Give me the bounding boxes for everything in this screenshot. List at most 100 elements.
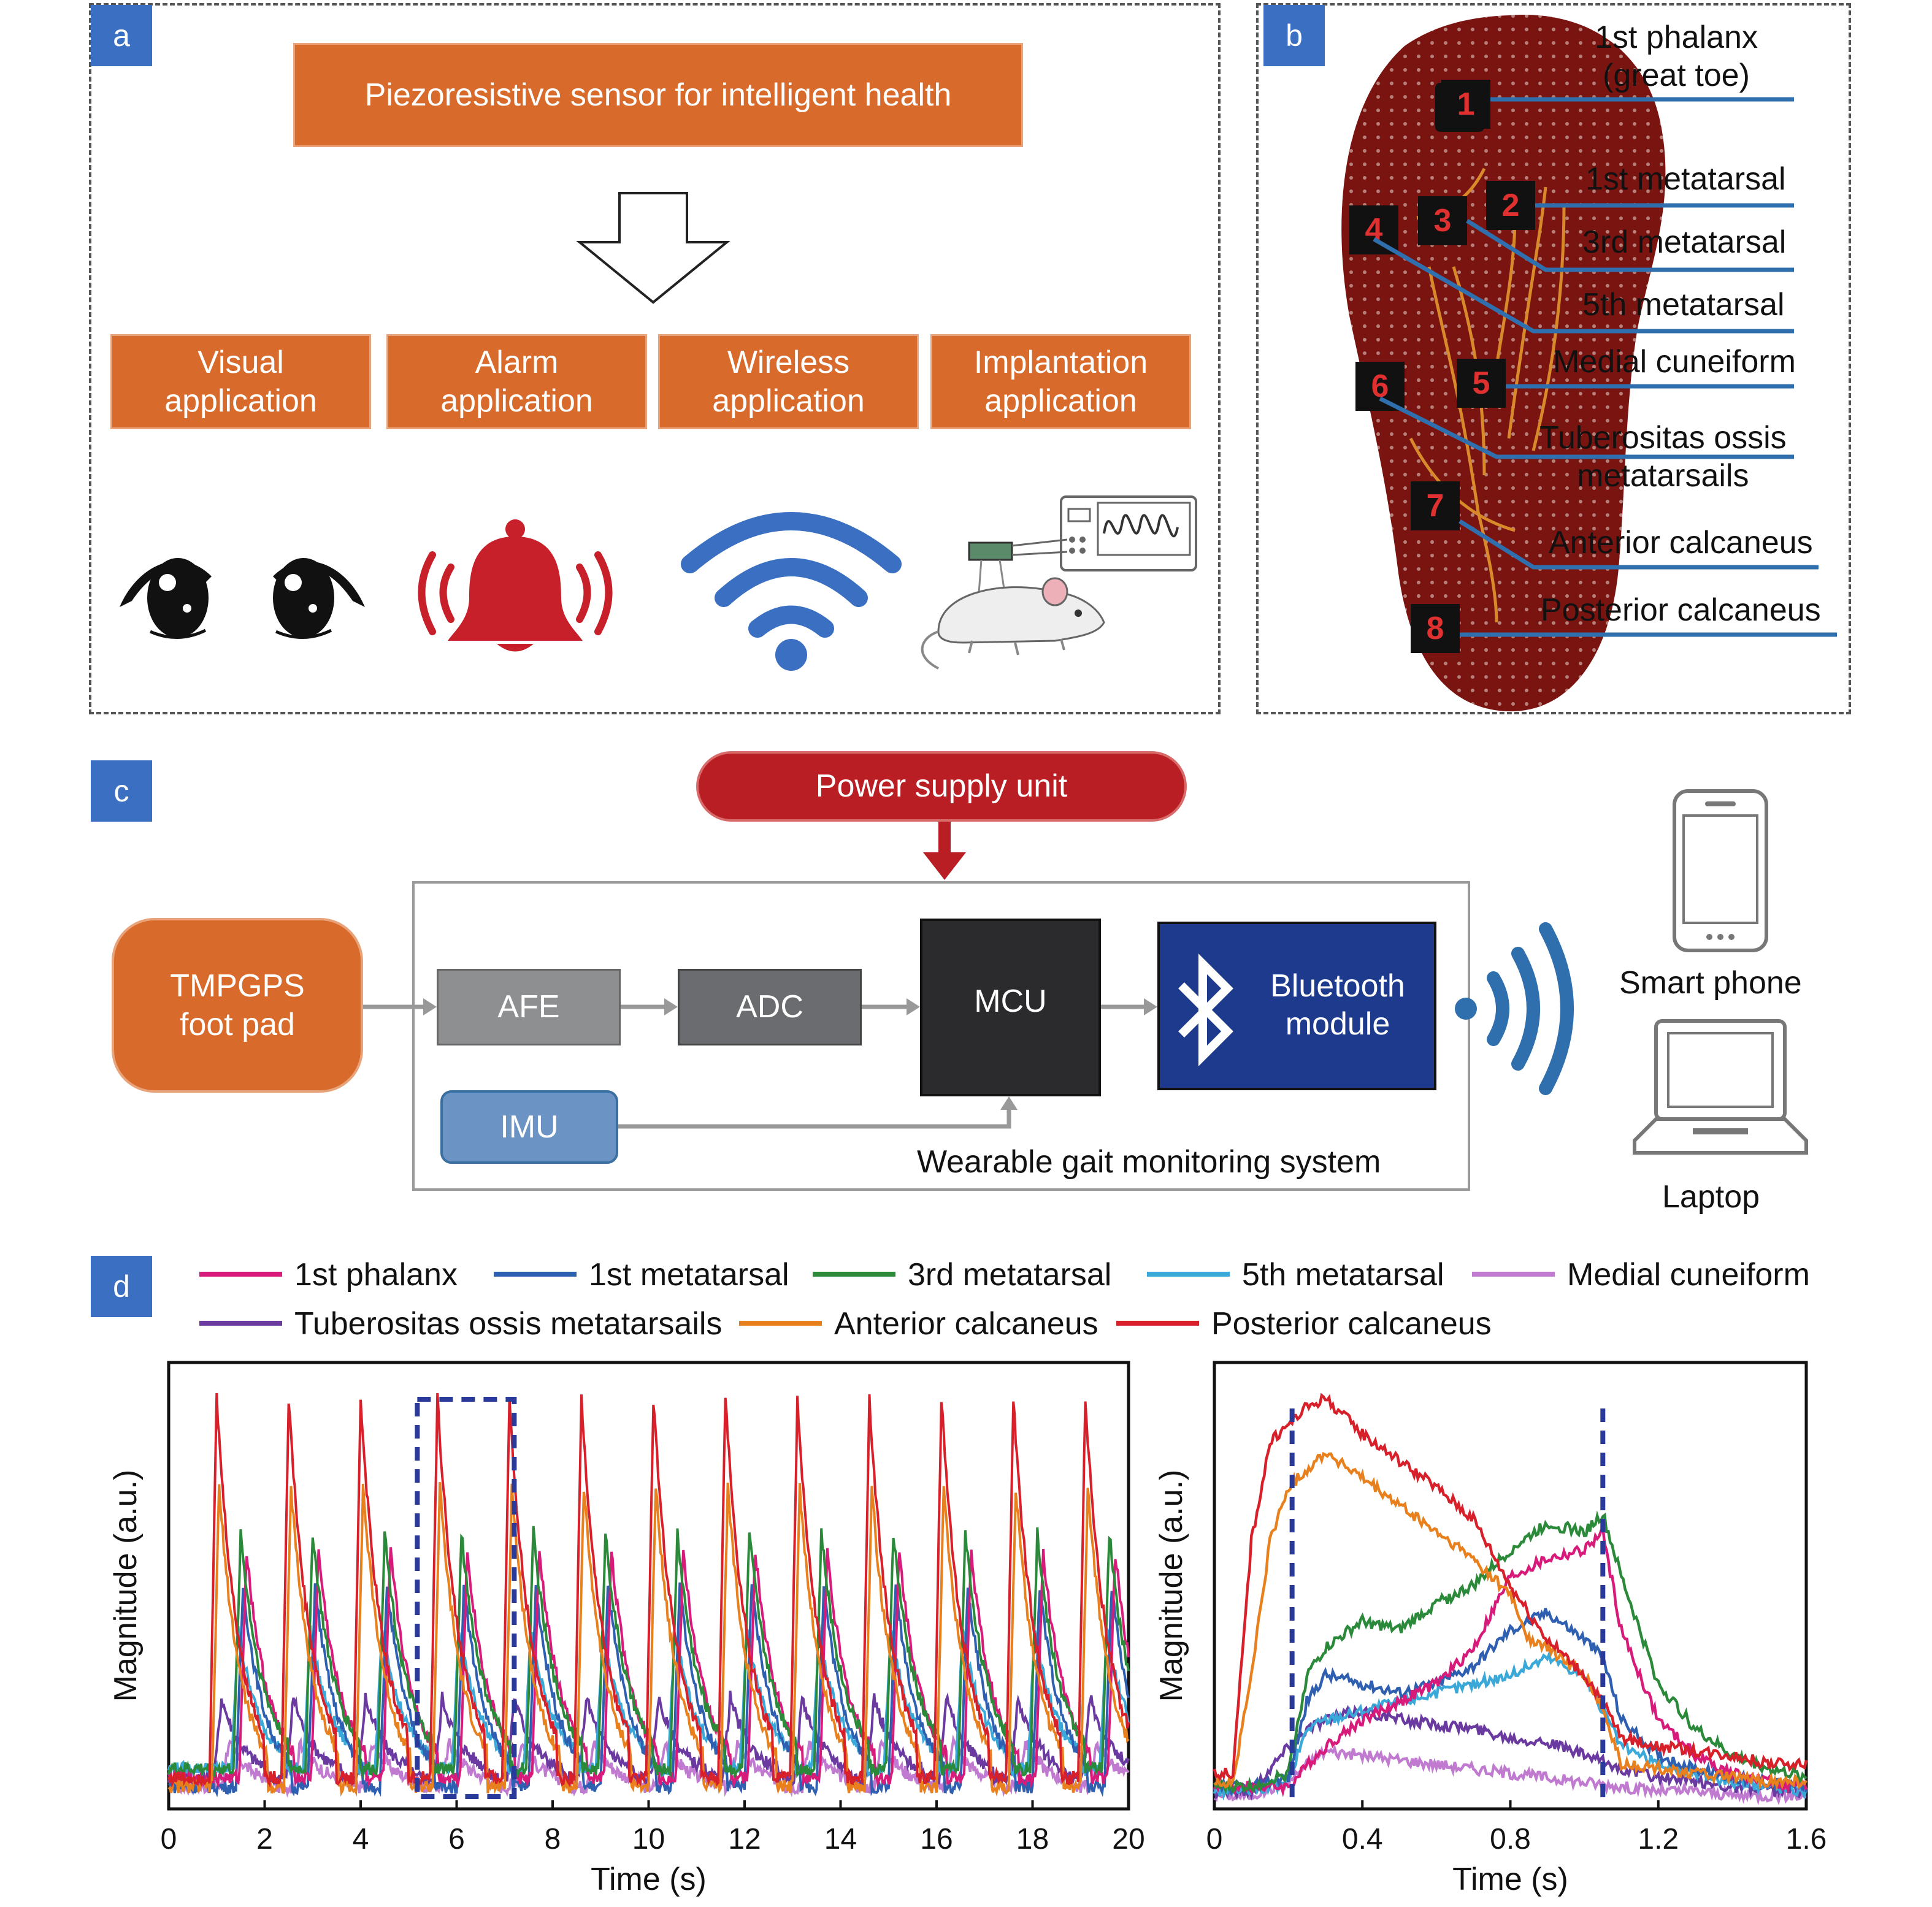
bluetooth-label-line1: Bluetooth (1270, 968, 1405, 1004)
series-group (1213, 1393, 1808, 1806)
label-tuberositas: Tuberositas ossis metatarsails (1539, 419, 1787, 495)
mouse-oscilloscope-icon (921, 495, 1197, 670)
eyes-icon (120, 558, 365, 639)
x-tick-label: 6 (448, 1823, 465, 1855)
sensor-5: 5 (1457, 359, 1506, 408)
bluetooth-module: Bluetooth module (1157, 922, 1436, 1090)
series-line (167, 1526, 1130, 1779)
series-line (1213, 1521, 1808, 1798)
x-tick-label: 4 (353, 1823, 369, 1855)
label-tuberositas-line1: Tuberositas ossis (1539, 420, 1787, 456)
x-tick-label: 1.2 (1638, 1823, 1679, 1855)
system-box (412, 881, 1470, 1191)
app-alarm-line1: Alarm (475, 345, 559, 381)
label-tuberositas-line2: metatarsails (1577, 458, 1749, 494)
mcu-block: MCU (920, 919, 1101, 1096)
label-medial-cuneiform: Medial cuneiform (1553, 344, 1796, 380)
legend-label: 1st metatarsal (589, 1257, 789, 1293)
series-line (1213, 1393, 1808, 1782)
panel-a-tag: a (91, 5, 152, 66)
x-tick-label: 1.6 (1786, 1823, 1827, 1855)
legend-label: Posterior calcaneus (1211, 1306, 1492, 1342)
imu-block: IMU (440, 1090, 618, 1164)
series-line (167, 1482, 1130, 1797)
app-box-implantation: Implantation application (930, 334, 1191, 429)
panel-c-tag: c (91, 760, 152, 822)
x-tick-label: 12 (728, 1823, 761, 1855)
label-1st-phalanx: 1st phalanx (great toe) (1595, 18, 1758, 94)
x-tick-label: 0 (161, 1823, 177, 1855)
legend-label: 5th metatarsal (1242, 1257, 1444, 1293)
bluetooth-label: Bluetooth module (1240, 967, 1436, 1043)
afe-block: AFE (437, 969, 621, 1045)
label-1st-phalanx-line2: (great toe) (1603, 58, 1750, 93)
label-3rd-metatarsal: 3rd metatarsal (1582, 224, 1787, 260)
panel-b (1256, 3, 1851, 714)
wifi-icon (681, 512, 902, 671)
laptop-label: Laptop (1662, 1179, 1760, 1215)
bluetooth-icon (1178, 954, 1233, 1066)
series-group (167, 1393, 1130, 1798)
signal-waves-icon (1455, 922, 1574, 1095)
x-tick-label: 10 (632, 1823, 665, 1855)
sensor-2: 2 (1486, 181, 1535, 230)
laptop-icon (1633, 1019, 1808, 1155)
x-tick-label: 2 (256, 1823, 273, 1855)
app-box-alarm: Alarm application (386, 334, 647, 429)
x-tick-label: 14 (824, 1823, 857, 1855)
app-visual-line1: Visual (197, 345, 284, 381)
series-line (1213, 1745, 1807, 1806)
app-implantation-line2: application (984, 383, 1137, 419)
panel-b-tag: b (1263, 5, 1325, 66)
app-box-wireless: Wireless application (658, 334, 919, 429)
series-line (1214, 1608, 1808, 1797)
x-tick-label: 20 (1112, 1823, 1144, 1855)
panel-a (89, 3, 1221, 714)
app-wireless-line1: Wireless (727, 345, 850, 381)
alarm-bell-icon (418, 519, 613, 652)
legend-label: Anterior calcaneus (834, 1306, 1098, 1342)
foot-pad-line1: TMPGPS (170, 968, 305, 1004)
tmpgps-foot-pad: TMPGPS foot pad (112, 918, 363, 1093)
sensor-1: 1 (1441, 80, 1490, 129)
label-anterior-calcaneus: Anterior calcaneus (1549, 525, 1813, 560)
leader-lines (1373, 97, 1837, 637)
x-axis-label: Time (s) (591, 1862, 707, 1897)
app-alarm-line2: application (440, 383, 593, 419)
legend-label: Medial cuneiform (1567, 1257, 1810, 1293)
main-sensor-box: Piezoresistive sensor for intelligent he… (293, 43, 1023, 147)
app-visual-line2: application (164, 383, 317, 419)
foot-pad-line2: foot pad (180, 1006, 295, 1042)
label-1st-metatarsal: 1st metatarsal (1585, 161, 1786, 197)
x-axis-label: Time (s) (1452, 1862, 1568, 1897)
y-axis-label: Magnitude (a.u.) (1154, 1470, 1189, 1702)
label-1st-phalanx-line1: 1st phalanx (1595, 20, 1758, 55)
series-line (1213, 1510, 1807, 1795)
power-arrow (923, 822, 966, 880)
sensor-3: 3 (1418, 196, 1467, 245)
label-posterior-calcaneus: Posterior calcaneus (1541, 592, 1821, 628)
flow-arrows (363, 998, 1157, 1129)
x-tick-label: 0.4 (1342, 1823, 1383, 1855)
bluetooth-label-line2: module (1285, 1006, 1390, 1042)
sensor-7: 7 (1411, 481, 1460, 530)
series-line (1214, 1451, 1807, 1790)
sensor-8: 8 (1411, 604, 1460, 653)
x-tick-label: 8 (545, 1823, 561, 1855)
panel-d-tag: d (91, 1256, 152, 1317)
app-implantation-line1: Implantation (973, 345, 1148, 381)
sensor-6: 6 (1355, 362, 1405, 411)
x-tick-label: 0 (1206, 1823, 1223, 1855)
app-box-visual: Visual application (110, 334, 371, 429)
x-tick-label: 0.8 (1490, 1823, 1531, 1855)
legend-label: 1st phalanx (294, 1257, 458, 1293)
x-tick-label: 18 (1016, 1823, 1049, 1855)
x-tick-label: 16 (920, 1823, 953, 1855)
wearable-system-label: Wearable gait monitoring system (917, 1144, 1381, 1180)
y-axis-label: Magnitude (a.u.) (108, 1470, 144, 1702)
series-line (167, 1393, 1130, 1788)
power-supply-unit: Power supply unit (696, 751, 1187, 822)
